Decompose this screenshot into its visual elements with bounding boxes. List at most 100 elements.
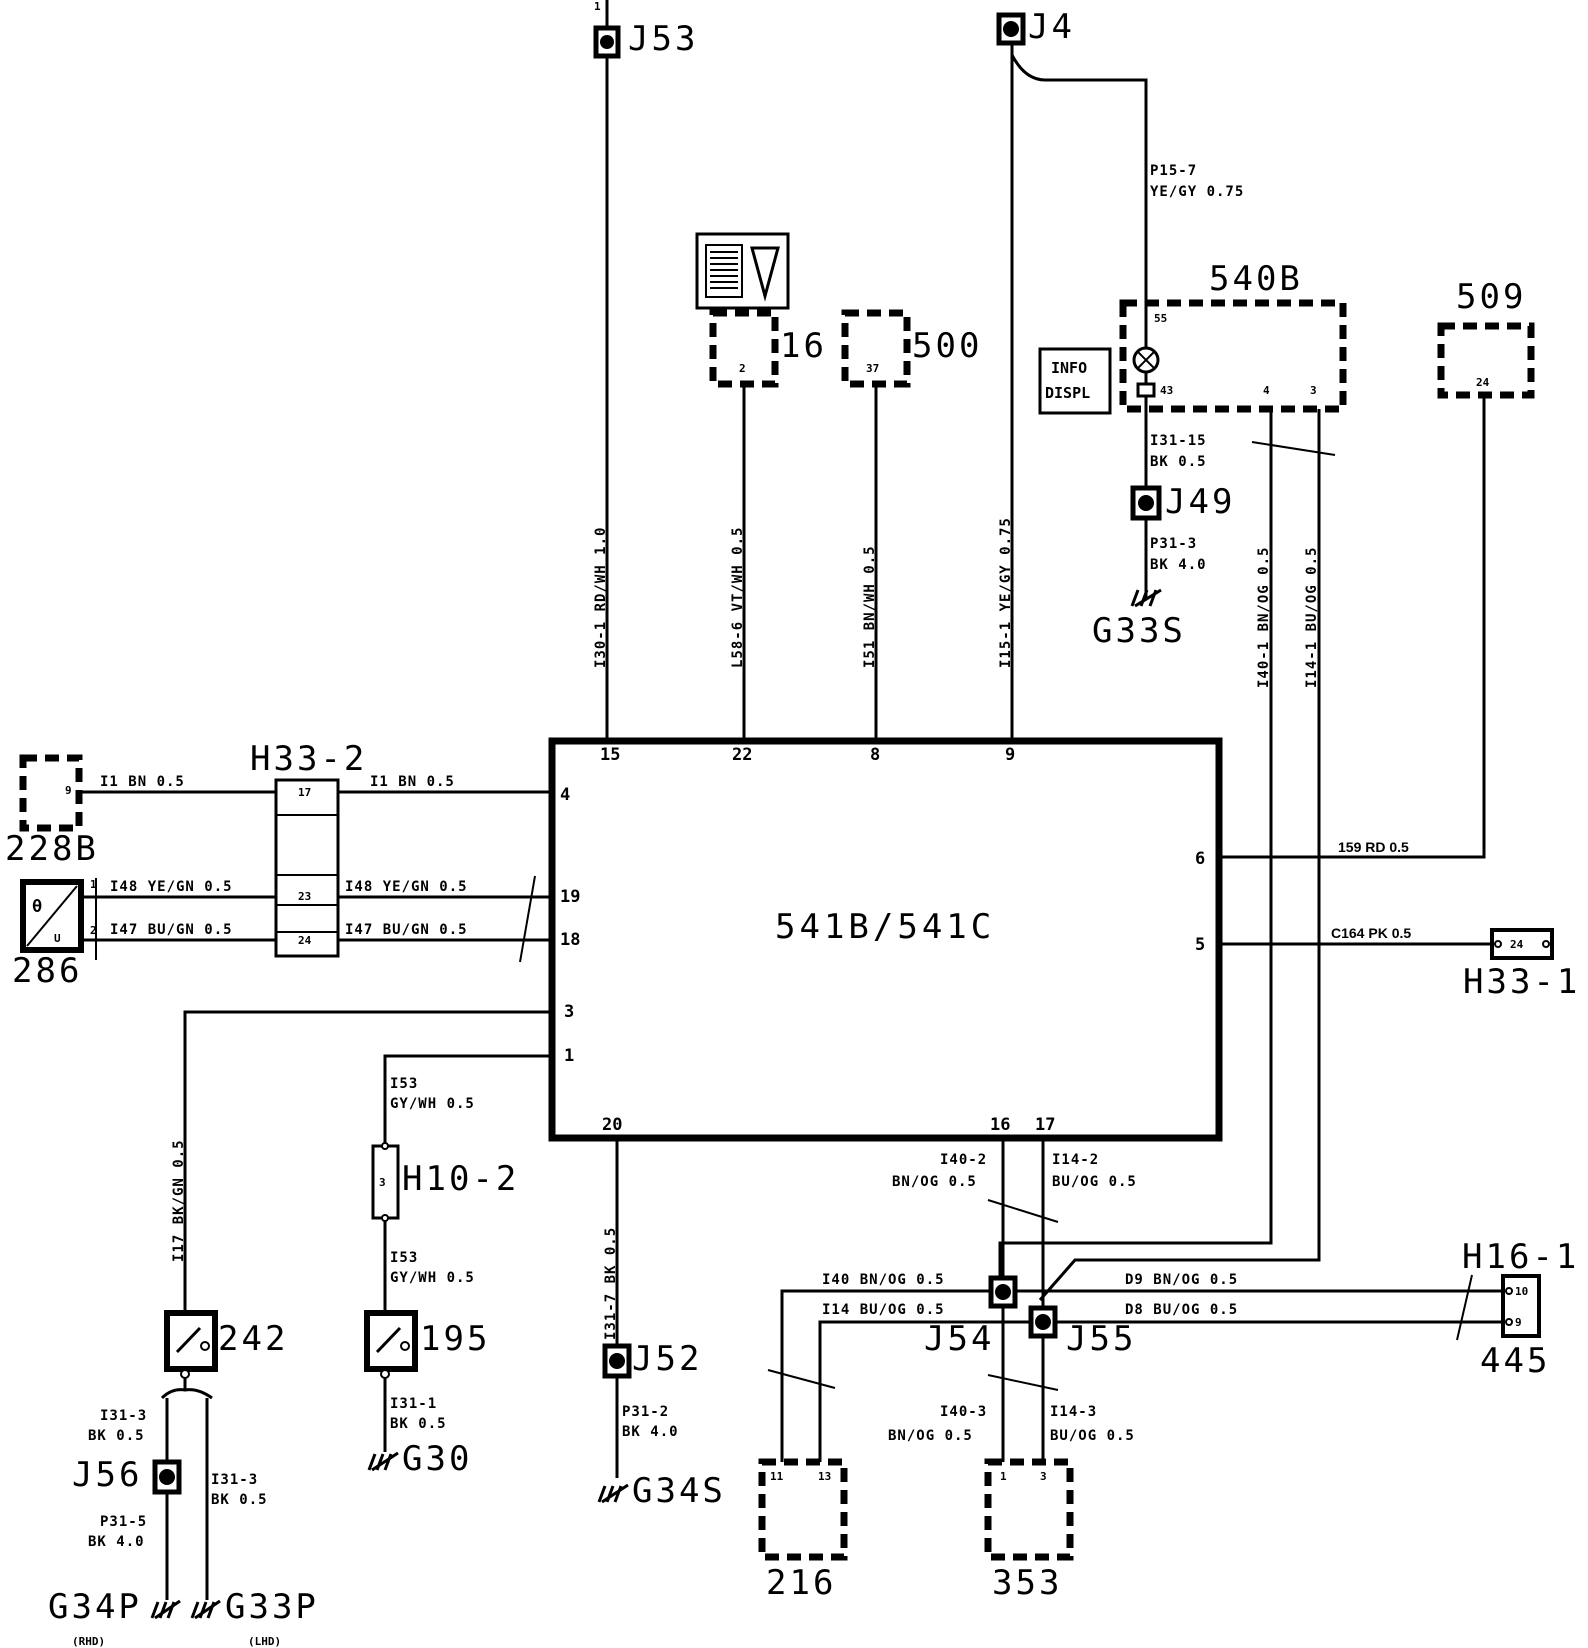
info-display-line1: INFO xyxy=(1051,359,1087,377)
connector-h33-2-label: H33-2 xyxy=(250,739,367,779)
component-500-pin: 37 xyxy=(866,362,879,375)
ground-g33p-icon xyxy=(190,1599,221,1620)
sensor-286-theta: θ xyxy=(32,897,42,917)
wire-label-i31-3a-b: BK 0.5 xyxy=(88,1428,145,1444)
wire-label-i15-1: I15-1 YE/GY 0.75 xyxy=(998,517,1014,668)
wire-label-i40-2a: I40-2 xyxy=(940,1152,987,1168)
switch-242-box xyxy=(164,1310,218,1372)
wire-i53 xyxy=(383,1054,552,1312)
wire-label-i47-right: I47 BU/GN 0.5 xyxy=(345,922,468,938)
component-228b-pin: 9 xyxy=(65,784,72,797)
wire-159 xyxy=(1219,395,1486,859)
h33-2-pin-17: 17 xyxy=(298,786,311,799)
ground-g34s-icon xyxy=(597,1483,629,1504)
connector-h33-1-pin: 24 xyxy=(1510,938,1524,951)
component-353-pin-3: 3 xyxy=(1040,1470,1047,1483)
ground-lhd-label: (LHD) xyxy=(248,1635,281,1648)
switch-195-label: 195 xyxy=(420,1319,490,1359)
pin-1: 1 xyxy=(564,1046,574,1066)
c540b-pin-55: 55 xyxy=(1154,312,1167,325)
diode-icon xyxy=(1136,382,1156,398)
wire-label-i40: I40 BN/OG 0.5 xyxy=(822,1272,945,1288)
junction-j56-label: J56 xyxy=(72,1455,142,1495)
junction-j53-label: J53 xyxy=(628,19,698,59)
pin-19: 19 xyxy=(560,887,580,907)
c540b-pin-3: 3 xyxy=(1310,384,1317,397)
junction-j52-label: J52 xyxy=(632,1339,702,1379)
ground-g30-icon xyxy=(367,1451,399,1472)
wire-label-i30-1: I30-1 RD/WH 1.0 xyxy=(593,527,609,668)
twist-mark-top xyxy=(1251,441,1336,456)
connector-h16-1-label: H16-1 xyxy=(1462,1237,1579,1277)
wire-label-i48-right: I48 YE/GN 0.5 xyxy=(345,879,468,895)
wire-label-i31-15b: BK 0.5 xyxy=(1150,454,1207,470)
connector-h33-2 xyxy=(274,778,340,958)
component-445-label: 445 xyxy=(1480,1341,1550,1381)
wire-i17 xyxy=(183,1010,552,1312)
component-540b-box xyxy=(1119,299,1347,413)
wire-label-p31-2a: P31-2 xyxy=(622,1404,669,1420)
ground-g33s-icon xyxy=(1130,588,1162,608)
pin-18: 18 xyxy=(560,930,580,950)
wire-label-i53-top-b: GY/WH 0.5 xyxy=(390,1096,475,1112)
h33-2-pin-24: 24 xyxy=(298,934,312,947)
junction-j49-dot xyxy=(1138,495,1154,511)
connector-h33-1-label: H33-1 xyxy=(1463,962,1580,1002)
component-16-pin: 2 xyxy=(739,362,746,375)
pin-15: 15 xyxy=(600,745,620,765)
twist-mark-mid xyxy=(987,1199,1059,1223)
pin-16: 16 xyxy=(990,1115,1010,1135)
wire-label-159: 159 RD 0.5 xyxy=(1338,839,1409,855)
junction-j52-dot xyxy=(609,1353,625,1369)
pin-20: 20 xyxy=(602,1115,622,1135)
wire-label-i1-right: I1 BN 0.5 xyxy=(370,774,455,790)
sensor-286-u: U xyxy=(54,932,61,945)
wire-label-i31-3a-a: I31-3 xyxy=(100,1408,147,1424)
wire-i14 xyxy=(818,1320,1043,1462)
ground-g34p-icon xyxy=(150,1599,181,1620)
wire-label-p15-7b: YE/GY 0.75 xyxy=(1150,184,1244,200)
twist-mark-right xyxy=(519,875,536,963)
wire-label-p31-xb: BK 4.0 xyxy=(1150,557,1207,573)
pin-22: 22 xyxy=(732,745,752,765)
sensor-286-label: 286 xyxy=(12,951,82,991)
wire-label-i31-15a: I31-15 xyxy=(1150,433,1207,449)
component-509-pin: 24 xyxy=(1476,376,1490,389)
connector-h10-2-label: H10-2 xyxy=(402,1159,519,1199)
j53-pin: 1 xyxy=(594,0,601,13)
h33-2-pin-23: 23 xyxy=(298,890,311,903)
junction-j55-label: J55 xyxy=(1066,1319,1136,1359)
pin-3: 3 xyxy=(564,1002,574,1022)
wire-label-p31-5b: BK 4.0 xyxy=(88,1534,145,1550)
pin-6: 6 xyxy=(1195,849,1205,869)
wire-label-i1-left: I1 BN 0.5 xyxy=(100,774,185,790)
wire-label-d9: D9 BN/OG 0.5 xyxy=(1125,1272,1238,1288)
wire-label-i40-3a: I40-3 xyxy=(940,1404,987,1420)
wire-label-i31-3b-a: I31-3 xyxy=(211,1472,258,1488)
c540b-pin-43: 43 xyxy=(1160,384,1173,397)
wire-label-i14-2b: BU/OG 0.5 xyxy=(1052,1174,1137,1190)
junction-j4-label: J4 xyxy=(1028,7,1075,47)
main-module-label: 541B/541C xyxy=(775,907,995,947)
ground-g33p-label: G33P xyxy=(225,1587,319,1627)
component-509-label: 509 xyxy=(1456,277,1526,317)
pin-5: 5 xyxy=(1195,935,1205,955)
component-216-pin-11: 11 xyxy=(770,1470,784,1483)
wire-label-c164: C164 PK 0.5 xyxy=(1331,925,1411,941)
connector-h10-2 xyxy=(371,1144,400,1220)
junction-j55-dot xyxy=(1035,1314,1051,1330)
wire-label-i17: I17 BK/GN 0.5 xyxy=(171,1139,187,1262)
ground-g34s-label: G34S xyxy=(632,1471,726,1511)
wire-label-l58-6: L58-6 VT/WH 0.5 xyxy=(730,527,746,668)
wire-label-i14-3a: I14-3 xyxy=(1050,1404,1097,1420)
wire-label-i53-bot-b: GY/WH 0.5 xyxy=(390,1270,475,1286)
sensor-286-pin2: 2 xyxy=(90,924,97,937)
twist-mark-bottom xyxy=(987,1374,1059,1391)
wire-label-i14-2a: I14-2 xyxy=(1052,1152,1099,1168)
component-216-label: 216 xyxy=(766,1563,836,1603)
connector-h10-2-pin: 3 xyxy=(379,1176,386,1189)
wire-label-i51: I51 BN/WH 0.5 xyxy=(862,545,878,668)
component-353-pin-1: 1 xyxy=(1000,1470,1007,1483)
wire-label-i40-2b: BN/OG 0.5 xyxy=(892,1174,977,1190)
wire-label-i53-top-a: I53 xyxy=(390,1076,418,1092)
